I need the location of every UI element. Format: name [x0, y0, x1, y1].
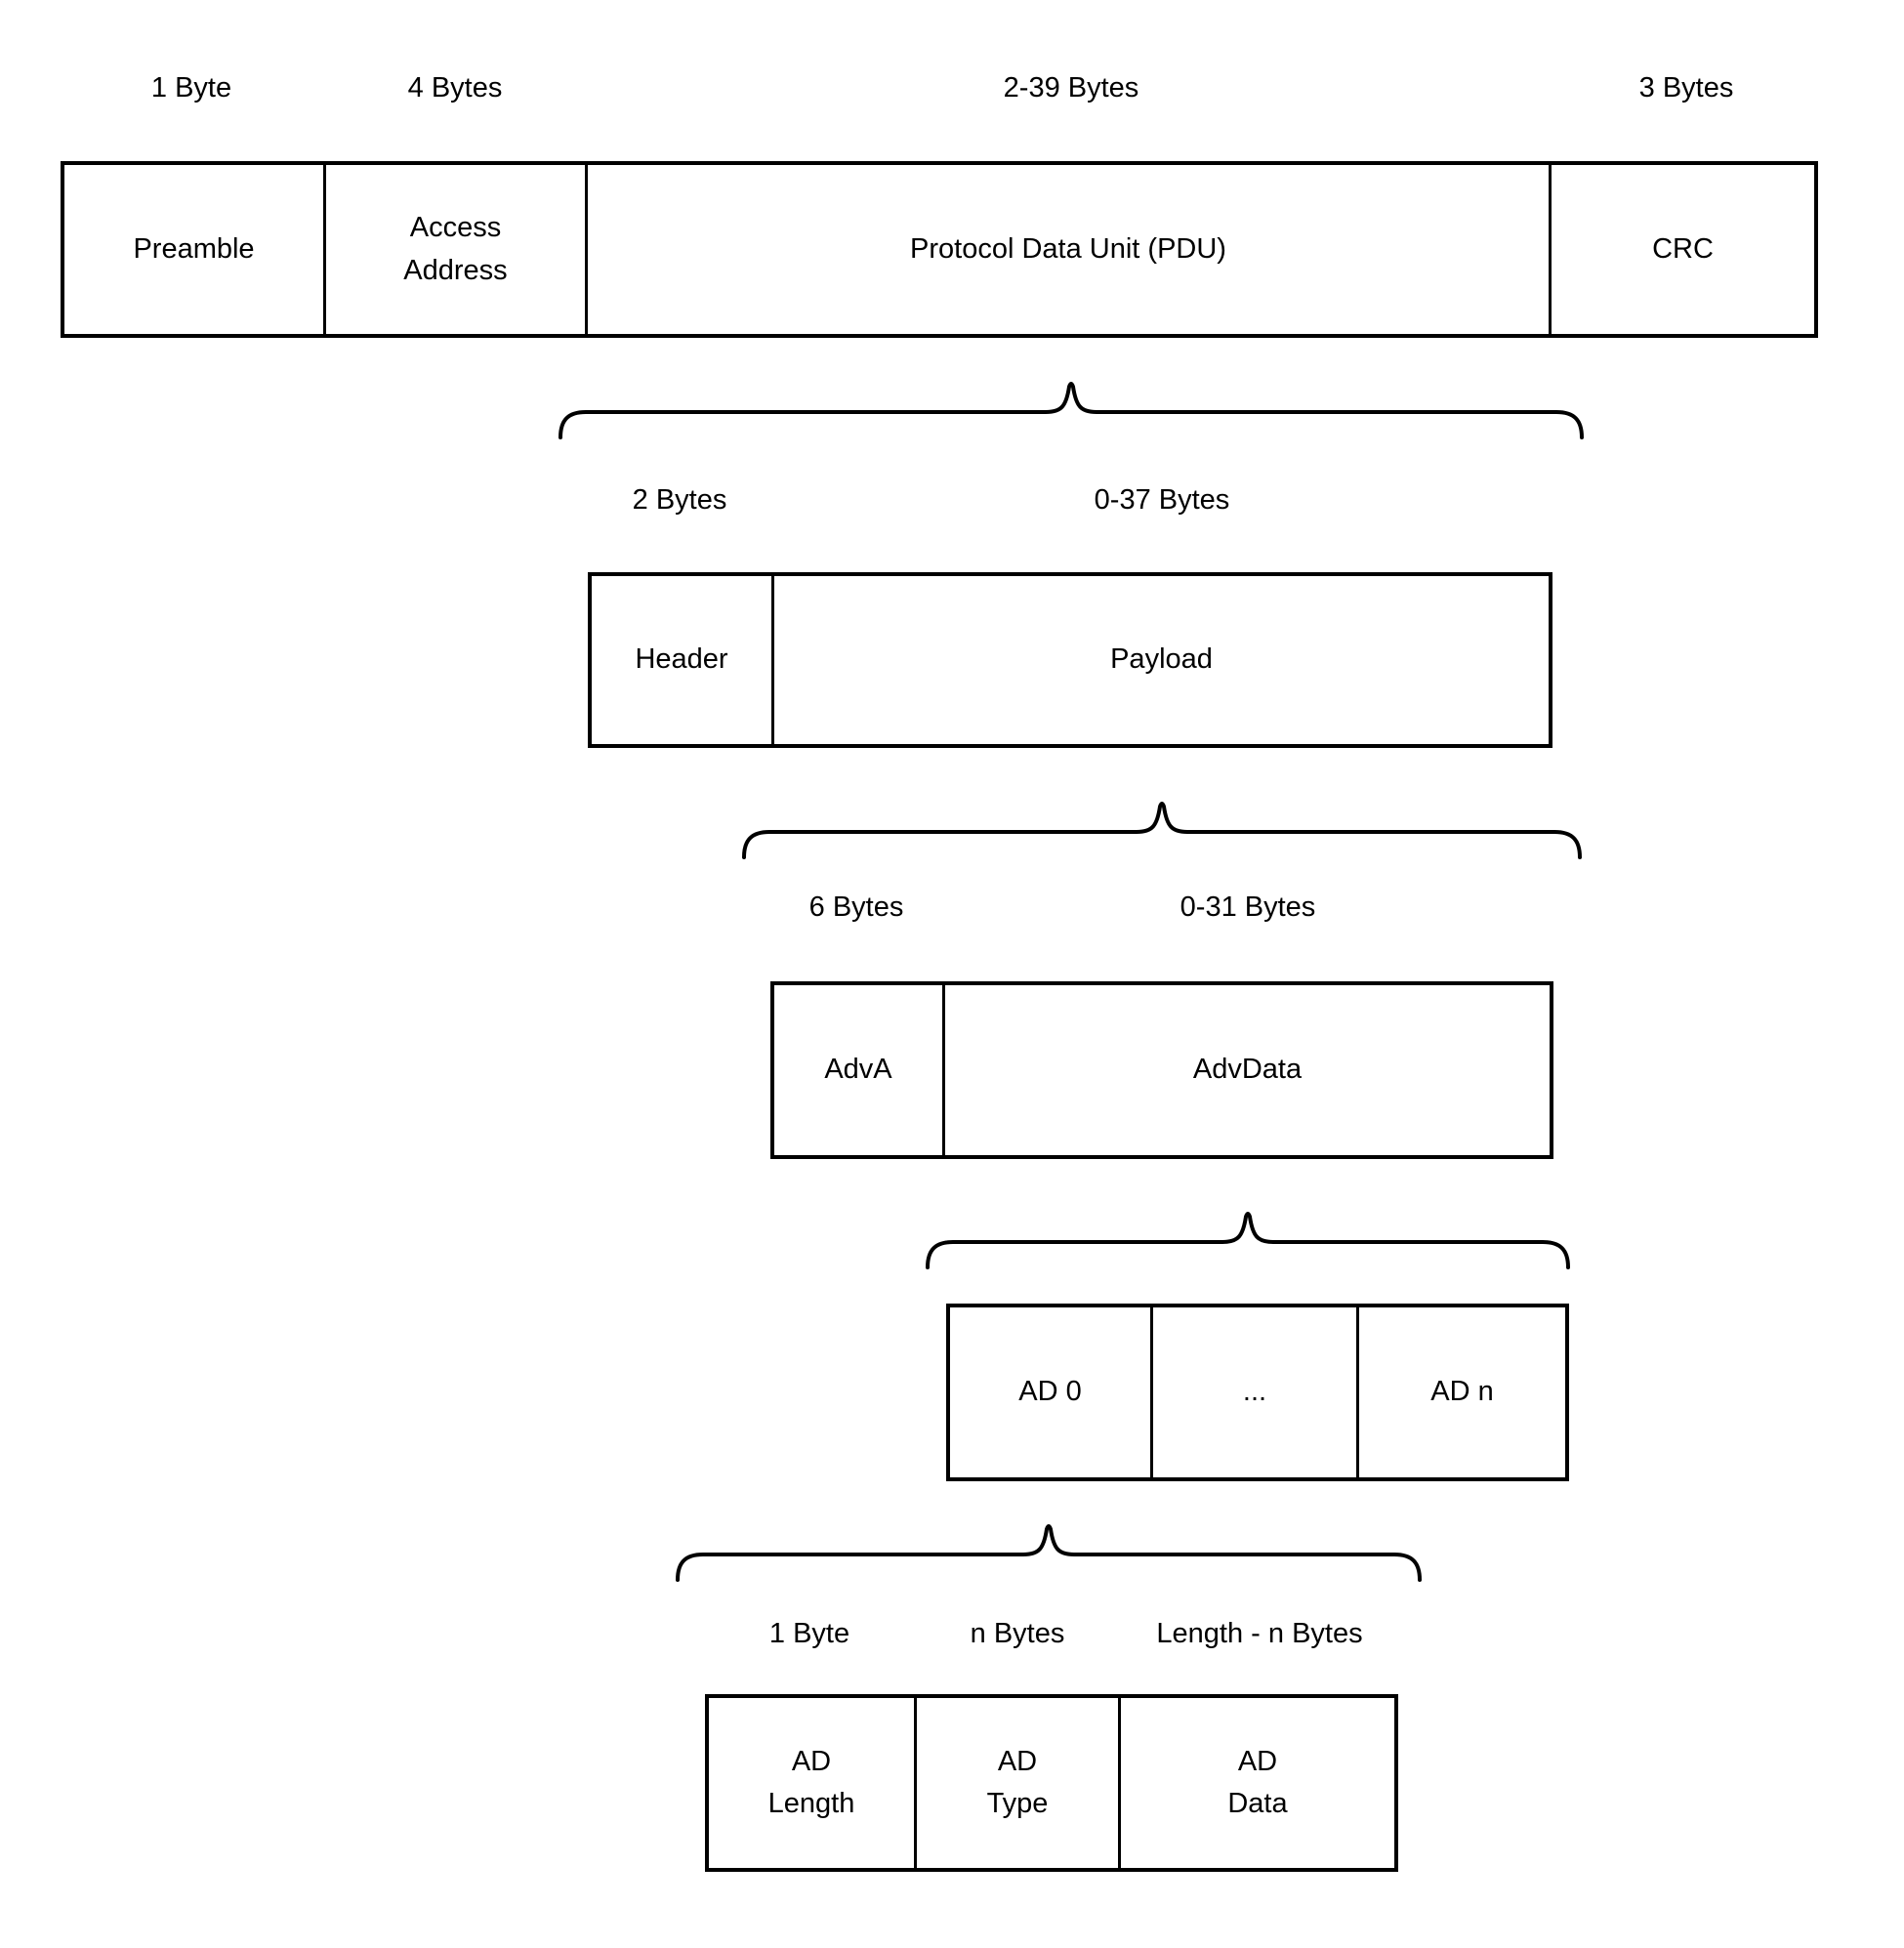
size-label-ad-type: n Bytes: [970, 1618, 1065, 1649]
size-label-advdata: 0-31 Bytes: [1180, 891, 1316, 923]
cell-payload: Payload: [771, 576, 1549, 744]
cell-adn: AD n: [1356, 1307, 1565, 1477]
size-label-payload: 0-37 Bytes: [1094, 484, 1230, 516]
size-label-ad-data: Length - n Bytes: [1156, 1618, 1363, 1649]
packet-fields-row: Preamble Access Address Protocol Data Un…: [61, 161, 1818, 338]
advdata-fields-row: AD 0 ... AD n: [946, 1304, 1569, 1481]
cell-preamble: Preamble: [133, 232, 255, 265]
size-label-header: 2 Bytes: [632, 484, 727, 516]
brace-payload-expansion: [742, 799, 1582, 859]
cell-ad-length: AD Length: [767, 1745, 855, 1820]
cell-ad-type: AD Type: [914, 1698, 1118, 1868]
cell-crc: CRC: [1549, 165, 1814, 334]
cell-header: Header: [635, 643, 728, 676]
size-label-adva: 6 Bytes: [808, 891, 904, 923]
cell-adva: AdvA: [824, 1054, 892, 1086]
brace-pdu-expansion: [559, 379, 1584, 439]
cell-access-address: Access Address: [323, 165, 585, 334]
cell-pdu: Protocol Data Unit (PDU): [585, 165, 1549, 334]
cell-ad-ellipsis: ...: [1150, 1307, 1356, 1477]
ad-structure-fields-row: AD Length AD Type AD Data: [705, 1694, 1398, 1872]
size-label-ad-length: 1 Byte: [768, 1618, 850, 1649]
size-label-crc: 3 Bytes: [1638, 72, 1734, 104]
cell-ad0: AD 0: [1018, 1376, 1082, 1408]
brace-ad0-expansion: [676, 1521, 1422, 1582]
pdu-fields-row: Header Payload: [588, 572, 1552, 748]
payload-fields-row: AdvA AdvData: [770, 981, 1553, 1159]
size-label-access-address: 4 Bytes: [407, 72, 503, 104]
size-label-preamble: 1 Byte: [150, 72, 232, 104]
cell-ad-data: AD Data: [1118, 1698, 1394, 1868]
brace-advdata-expansion: [926, 1209, 1570, 1269]
size-label-pdu: 2-39 Bytes: [1003, 72, 1139, 104]
cell-advdata: AdvData: [942, 985, 1550, 1155]
